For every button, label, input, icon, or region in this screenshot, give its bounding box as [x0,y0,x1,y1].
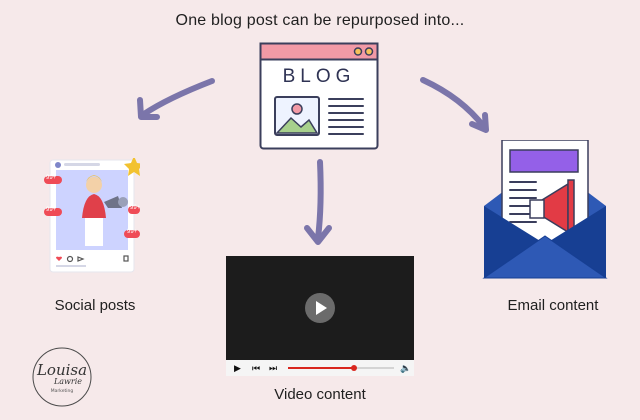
volume-icon[interactable]: 🔈 [400,363,412,373]
social-posts-label: Social posts [54,297,136,314]
logo-script: Louisa [36,361,87,379]
arrow-to-social [141,78,215,117]
logo-tagline: Marketing [51,388,74,394]
arrow-to-email [420,77,487,130]
previous-icon[interactable]: ⏮ [252,363,261,373]
social-badge: 99+ [127,229,138,235]
social-badge: 99+ [46,175,57,181]
next-icon[interactable]: ⏭ [269,363,278,373]
social-badge: 99+ [46,207,57,213]
blog-title: BLOG [282,66,356,87]
video-controls[interactable]: ▶ ⏮ ⏭ 🔈 [226,360,414,376]
video-player[interactable]: ▶ ⏮ ⏭ 🔈 [226,256,414,376]
video-progress-bar[interactable] [288,365,394,371]
social-post-icon [44,158,140,273]
headline: One blog post can be repurposed into... [175,12,465,29]
blog-icon [259,42,379,150]
arrow-to-social-head [137,97,160,120]
arrow-to-email-head [469,112,489,133]
video-screen[interactable] [226,256,414,360]
email-content-label: Email content [507,297,599,314]
email-icon [482,140,608,279]
arrow-to-video [315,159,324,241]
brand-logo: Louisa Lawrie Marketing [32,347,92,407]
logo-surname: Lawrie [53,377,82,386]
arrow-to-video-head [304,225,332,245]
video-progress-fill [288,367,354,369]
play-icon[interactable] [305,293,335,323]
video-progress-knob[interactable] [350,365,357,371]
video-content-label: Video content [274,386,366,403]
social-badge: 99+ [130,205,141,211]
play-control-icon[interactable]: ▶ [234,363,241,373]
